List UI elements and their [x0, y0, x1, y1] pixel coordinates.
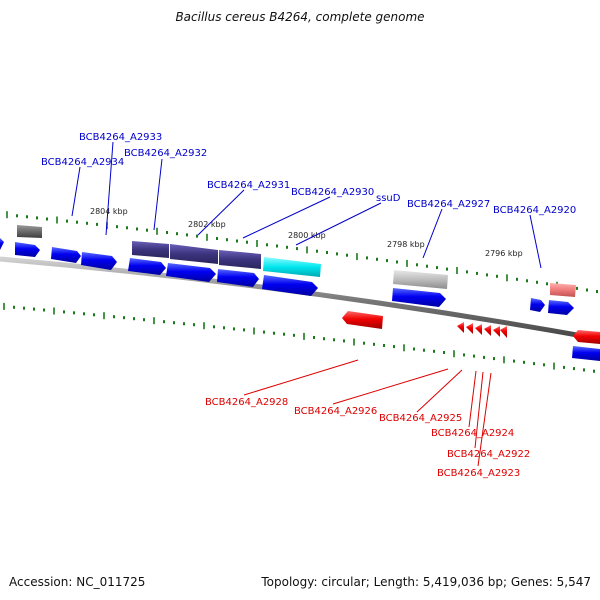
scale-label-2802: 2802 kbp	[188, 220, 226, 229]
gene-arrow-reverse[interactable]	[573, 330, 600, 344]
gene-arrow-forward[interactable]	[392, 288, 446, 307]
gene-arrow-reverse-A2926[interactable]	[457, 322, 464, 333]
gene-arrow-reverse[interactable]	[500, 326, 507, 338]
gene-arrow-forward[interactable]	[15, 242, 40, 257]
reverse-labels: BCB4264_A2928 BCB4264_A2926 BCB4264_A292…	[205, 397, 530, 479]
genome-title: Bacillus cereus B4264, complete genome	[175, 10, 425, 24]
scale-label-2796: 2796 kbp	[485, 249, 523, 258]
gene-arrow-forward[interactable]	[530, 298, 545, 312]
gene-arrow-reverse-A2924[interactable]	[475, 324, 482, 335]
scale-label-2800: 2800 kbp	[288, 231, 326, 240]
forward-label-leaders	[71, 141, 542, 269]
reverse-label-leaders	[243, 359, 492, 467]
gene-feature-ssuD[interactable]	[263, 257, 321, 277]
gene-arrow-forward[interactable]	[81, 252, 117, 270]
gene-label-A2932[interactable]: BCB4264_A2932	[124, 148, 207, 159]
gene-feature-A2920[interactable]	[550, 283, 576, 297]
gene-label-A2934[interactable]: BCB4264_A2934	[41, 157, 124, 168]
gene-arrow-reverse-A2928[interactable]	[342, 311, 383, 329]
forward-features-top	[17, 225, 576, 297]
gene-label-A2928[interactable]: BCB4264_A2928	[205, 397, 288, 408]
gene-label-A2926[interactable]: BCB4264_A2926	[294, 406, 377, 417]
gene-arrow-forward[interactable]	[548, 300, 574, 315]
gene-label-A2922[interactable]: BCB4264_A2922	[447, 449, 530, 460]
gene-arrow-forward[interactable]	[217, 269, 259, 287]
gene-label-A2933[interactable]: BCB4264_A2933	[79, 132, 162, 143]
gene-feature-A2931[interactable]	[170, 244, 218, 264]
gene-arrow-forward[interactable]	[262, 275, 318, 296]
gene-label-A2930[interactable]: BCB4264_A2930	[291, 187, 374, 198]
genome-summary-text: Topology: circular; Length: 5,419,036 bp…	[261, 575, 591, 589]
gene-label-ssuD[interactable]: ssuD	[376, 193, 401, 204]
gene-label-A2925[interactable]: BCB4264_A2925	[379, 413, 462, 424]
gene-label-A2920[interactable]: BCB4264_A2920	[493, 205, 576, 216]
forward-labels: BCB4264_A2933 BCB4264_A2934 BCB4264_A293…	[41, 132, 576, 216]
gene-arrow-reverse-A2922[interactable]	[493, 326, 500, 337]
gene-arrow-forward[interactable]	[572, 346, 600, 361]
accession-text: Accession: NC_011725	[9, 575, 146, 589]
gene-label-A2923[interactable]: BCB4264_A2923	[437, 468, 520, 479]
scale-label-2798: 2798 kbp	[387, 240, 425, 249]
gene-label-A2924[interactable]: BCB4264_A2924	[431, 428, 514, 439]
gene-arrow-forward[interactable]	[166, 263, 216, 282]
forward-features	[0, 238, 600, 361]
tick-marks	[3, 211, 598, 373]
gene-feature-A2930[interactable]	[219, 250, 261, 269]
gene-label-A2927[interactable]: BCB4264_A2927	[407, 199, 490, 210]
gene-label-A2931[interactable]: BCB4264_A2931	[207, 180, 290, 191]
gene-feature[interactable]	[17, 225, 42, 238]
gene-arrow-forward[interactable]	[128, 258, 166, 275]
gene-arrow-reverse-A2923[interactable]	[484, 325, 491, 336]
gene-arrow-forward[interactable]	[0, 238, 4, 250]
gene-feature-A2932[interactable]	[132, 241, 169, 258]
gene-feature-A2927[interactable]	[393, 270, 448, 289]
gene-arrow-forward[interactable]	[51, 247, 81, 263]
reverse-features	[342, 311, 600, 344]
gene-arrow-reverse-A2925[interactable]	[466, 323, 473, 334]
scale-label-2804: 2804 kbp	[90, 207, 128, 216]
